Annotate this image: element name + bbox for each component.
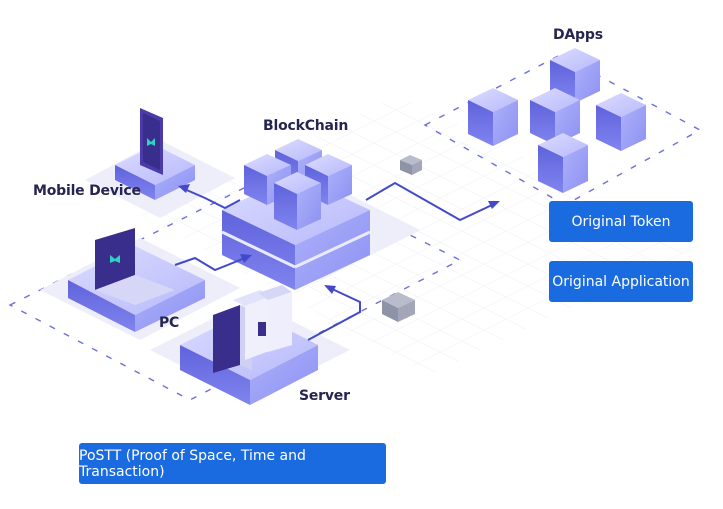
blockchain-cube [274, 172, 321, 230]
dapp-cube [538, 133, 588, 193]
arrow-server-to-blockchain [307, 287, 361, 341]
arrow-blockchain-to-dapps [365, 181, 493, 222]
postt-button[interactable]: PoSTT (Proof of Space, Time and Transact… [79, 443, 386, 484]
server-rack-icon [213, 285, 292, 373]
blockchain-node [221, 139, 371, 290]
pc-node [68, 228, 205, 332]
arrow-blockchain-to-mobile [181, 187, 241, 210]
grey-block [382, 292, 415, 322]
dapp-cube [596, 93, 646, 151]
dapp-cube [468, 88, 518, 146]
server-label: Server [299, 388, 350, 404]
grey-block [400, 155, 422, 175]
original-application-button[interactable]: Original Application [549, 261, 693, 302]
mobile-device-label: Mobile Device [33, 183, 141, 199]
arrow-pc-to-blockchain [174, 256, 246, 272]
pc-label: PC [159, 315, 180, 331]
blockchain-label: BlockChain [263, 118, 349, 134]
dapps-label: DApps [553, 27, 603, 43]
mobile-device-node [115, 108, 195, 200]
server-node [180, 285, 318, 405]
dapps-dashed-outline [423, 54, 702, 206]
dapp-cube [530, 88, 580, 145]
original-token-button[interactable]: Original Token [549, 201, 693, 242]
